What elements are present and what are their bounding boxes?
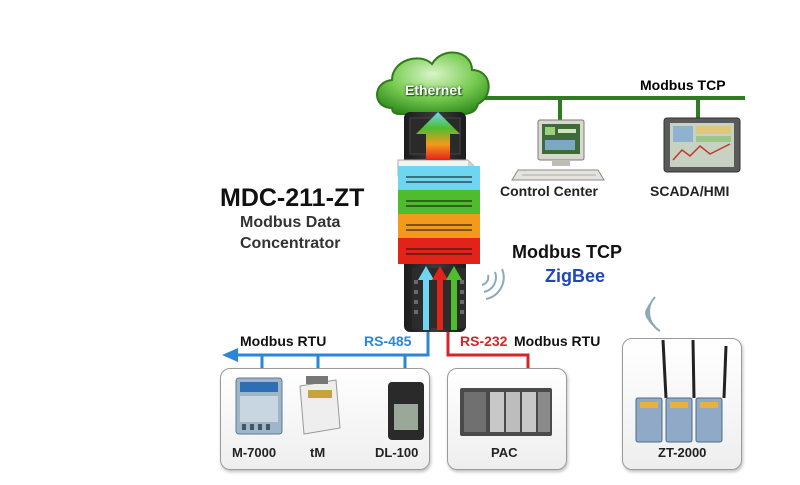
tm-module-icon — [299, 376, 341, 435]
pac-label: PAC — [491, 445, 518, 460]
scada-hmi-label: SCADA/HMI — [650, 183, 730, 199]
rs485-line — [235, 330, 430, 357]
tm-label: tM — [310, 445, 326, 460]
m7000-module-icon — [235, 377, 283, 435]
zigbee-label: ZigBee — [545, 266, 606, 286]
dl100-logger-icon — [388, 382, 424, 440]
rs232-port-label: RS-232 — [460, 333, 508, 349]
wifi-signal-icon — [481, 268, 505, 300]
rs485-modbus-rtu-label: Modbus RTU — [240, 333, 327, 349]
product-desc-line2: Concentrator — [240, 235, 341, 252]
product-model-title: MDC-211-ZT — [220, 184, 365, 212]
rs232-modbus-rtu-label: Modbus RTU — [514, 333, 601, 349]
zt2000-label: ZT-2000 — [658, 445, 707, 460]
zt2000-modules-icon — [635, 339, 728, 443]
rs485-port-label: RS-485 — [364, 333, 412, 349]
top-modbus-tcp-label: Modbus TCP — [640, 77, 726, 93]
pac-controller-icon — [460, 388, 552, 436]
product-desc-line1: Modbus Data — [240, 214, 341, 231]
dl100-label: DL-100 — [375, 445, 419, 460]
middle-modbus-tcp-label: Modbus TCP — [512, 242, 622, 262]
m7000-label: M-7000 — [232, 445, 277, 460]
wifi-signal-icon-zt — [645, 296, 661, 332]
control-center-label: Control Center — [500, 183, 598, 199]
ethernet-cloud-label: Ethernet — [405, 82, 462, 98]
rs485-arrowhead — [222, 348, 238, 362]
